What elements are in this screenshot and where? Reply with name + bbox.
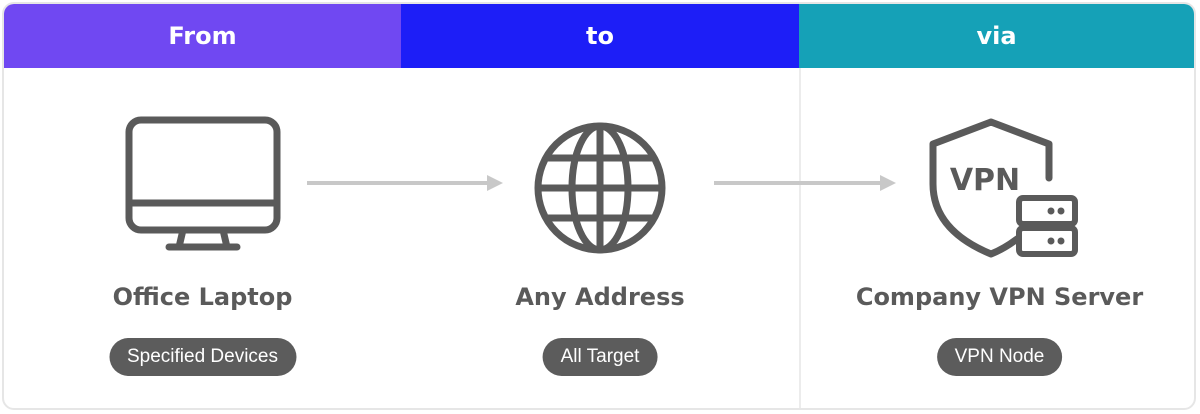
arrow-right-icon xyxy=(307,175,507,196)
route-tag: VPN Node xyxy=(936,338,1063,376)
from-header: From xyxy=(4,4,401,68)
destination-title: Any Address xyxy=(515,283,685,311)
arrow-right-icon xyxy=(714,175,914,196)
globe-icon xyxy=(532,120,668,261)
header-bar: From to via xyxy=(4,4,1194,68)
source-title: Office Laptop xyxy=(112,283,293,311)
via-header: via xyxy=(799,4,1194,68)
to-header: to xyxy=(401,4,799,68)
destination-tag: All Target xyxy=(542,338,658,376)
route-column: VPN Company VPN Server VPN Node xyxy=(801,68,1194,408)
column-divider xyxy=(799,68,801,408)
source-column: Office Laptop Specified Devices xyxy=(4,68,401,408)
vpn-icon-label: VPN xyxy=(950,163,1020,198)
source-tag: Specified Devices xyxy=(108,338,297,376)
monitor-icon xyxy=(125,116,281,257)
vpn-server-icon: VPN xyxy=(921,118,1081,263)
destination-column: Any Address All Target xyxy=(401,68,799,408)
route-title: Company VPN Server xyxy=(855,283,1144,311)
